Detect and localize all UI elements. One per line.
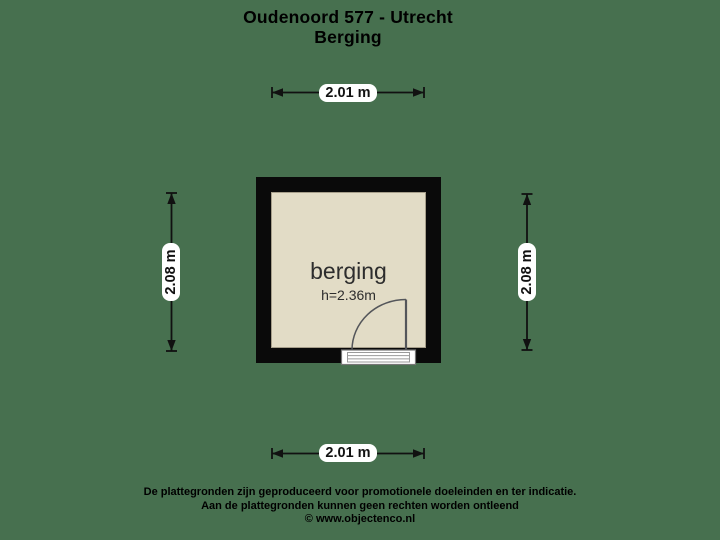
- door-threshold-sill: [347, 352, 410, 363]
- footer-line-2: Aan de plattegronden kunnen geen rechten…: [201, 499, 519, 512]
- arrowhead-left-icon: [272, 449, 283, 458]
- footer-copyright: © www.objectenco.nl: [304, 513, 416, 525]
- dimension-label-right: 2.08 m: [518, 243, 536, 301]
- dimension-label-bottom: 2.01 m: [319, 444, 377, 462]
- arrowhead-down-icon: [522, 339, 532, 350]
- room-name-label: berging: [310, 258, 387, 284]
- plan-title: Oudenoord 577 - Utrecht Berging: [0, 7, 696, 47]
- footer-disclaimer: De plattegronden zijn geproduceerd voor …: [0, 486, 720, 527]
- door-threshold-frame: [340, 349, 417, 366]
- arrowhead-down-icon: [167, 340, 176, 351]
- arrowhead-right-icon: [413, 88, 424, 97]
- room-ceiling-height-label: h=2.36m: [321, 287, 376, 303]
- door-swing-arc: [351, 298, 407, 351]
- door-threshold: [340, 349, 417, 366]
- footer-line-1: De plattegronden zijn geproduceerd voor …: [143, 486, 577, 498]
- room-floor: [271, 192, 426, 348]
- arrowhead-up-icon: [522, 194, 532, 205]
- arrowhead-right-icon: [413, 449, 424, 458]
- dimension-label-top: 2.01 m: [319, 84, 377, 102]
- dimension-label-left: 2.08 m: [162, 243, 180, 301]
- plan-title-address: Oudenoord 577 - Utrecht: [243, 7, 453, 27]
- arrowhead-left-icon: [272, 88, 283, 97]
- plan-title-room: Berging: [314, 27, 382, 47]
- arrowhead-up-icon: [167, 193, 176, 204]
